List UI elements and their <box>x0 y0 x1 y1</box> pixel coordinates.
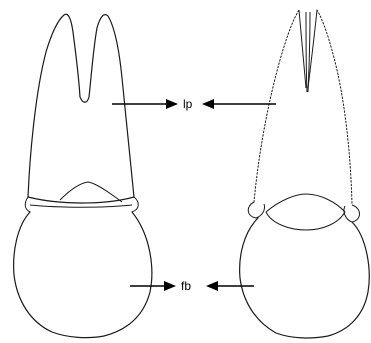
right-slit-inner-2 <box>308 12 310 92</box>
lp-label: lp <box>183 97 193 111</box>
right-collar-dome <box>266 194 345 212</box>
right-collar-left-knob <box>248 202 264 218</box>
left-triangular-plate <box>60 182 122 202</box>
label-fb-group: fb <box>130 279 254 293</box>
right-upper-process-outline <box>254 10 352 205</box>
label-lp-group: lp <box>112 97 276 111</box>
right-slit-inner <box>306 12 307 92</box>
fb-arrow-left-head <box>164 281 176 291</box>
fb-label: fb <box>181 279 191 293</box>
fb-arrow-right-head <box>206 281 218 291</box>
left-basal-bulb-outline <box>14 212 152 338</box>
left-collar-notch-right <box>132 197 138 212</box>
left-structure <box>14 14 152 337</box>
right-slit-left <box>299 10 306 88</box>
lp-arrow-right-head <box>202 99 214 109</box>
left-collar-ridge <box>30 205 132 207</box>
right-collar-right-knob <box>344 205 360 222</box>
left-collar-notch-left <box>25 197 30 212</box>
left-upper-process-outline <box>28 14 134 197</box>
right-basal-bulb-outline <box>240 218 370 338</box>
right-structure <box>240 10 370 338</box>
lp-arrow-left-head <box>166 99 178 109</box>
left-collar-line <box>28 197 134 203</box>
right-collar-base <box>266 212 345 230</box>
